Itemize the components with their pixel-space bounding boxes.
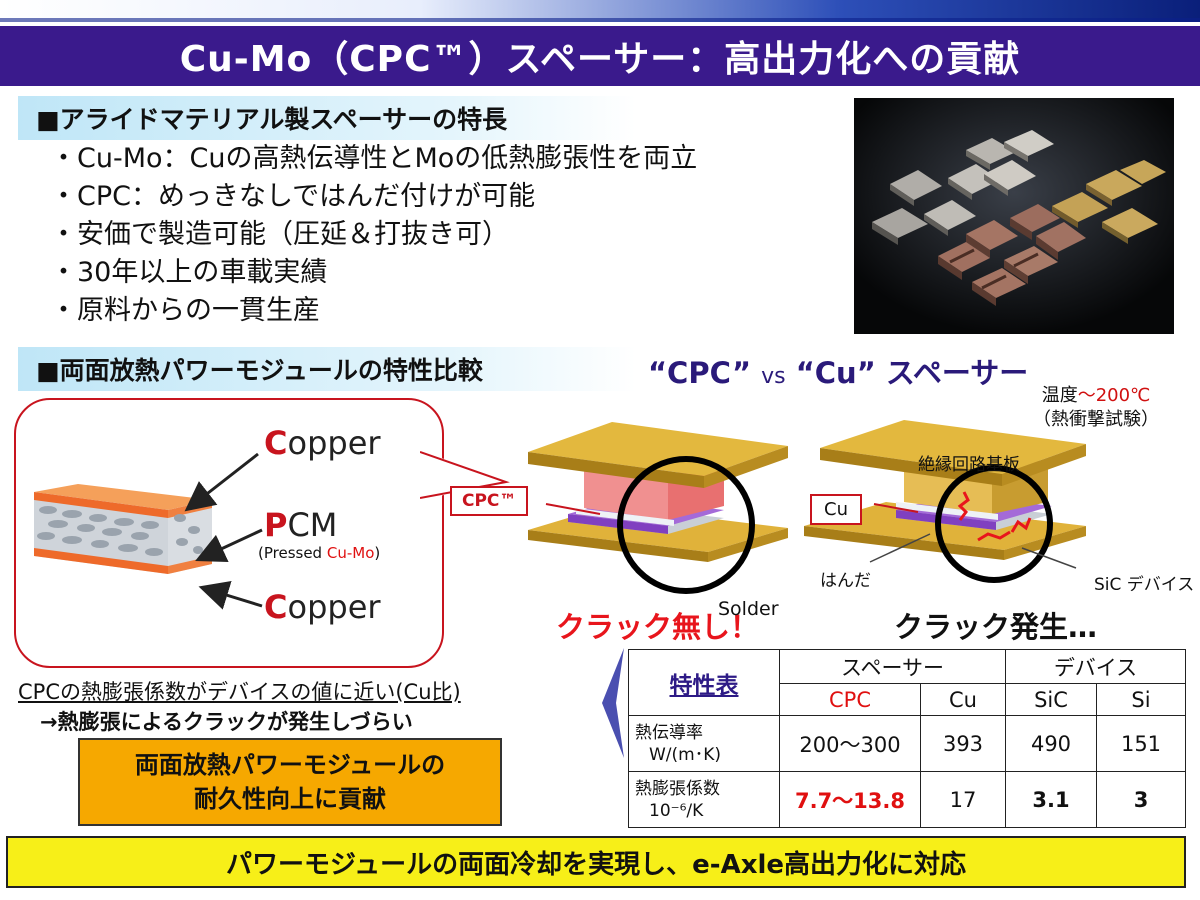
pressed-cumo: Cu-Mo	[326, 544, 375, 562]
feature-list: ・Cu-Mo：Cuの高熱伝導性とMoの低熱膨張性を両立 ・CPC：めっきなしでは…	[50, 140, 697, 330]
layer-arrows	[184, 452, 263, 610]
table-row: 熱伝導率 W/(m･K) 200～300 393 490 151	[628, 715, 1186, 772]
temp-note: （熱衝撃試験）	[1033, 409, 1159, 430]
pcm-rest: CM	[287, 506, 338, 544]
label-pressed-cumo: (Pressed Cu-Mo)	[258, 544, 380, 562]
copper-bottom-rest: opper	[287, 588, 381, 626]
solder-jp-label: はんだ	[820, 571, 871, 591]
vs-left: “CPC”	[648, 356, 752, 390]
crack-none-text: クラック無し！	[556, 610, 760, 644]
highlight-line2: 耐久性向上に貢献	[194, 785, 386, 813]
cte-note-line2: →熱膨張によるクラックが発生しづらい	[40, 710, 413, 734]
title-bar: Cu-Mo（CPC™）スペーサー：高出力化への貢献	[0, 26, 1200, 86]
pcm-initial: P	[264, 506, 288, 544]
row2-label-b: 10⁻⁶/K	[649, 800, 704, 821]
temp-prefix: 温度	[1041, 385, 1078, 406]
cell-si-conductivity: 151	[1096, 715, 1186, 772]
feature-item: ・30年以上の車載実績	[50, 257, 328, 288]
temp-value: ～200℃	[1077, 385, 1151, 406]
substrate-label: 絶縁回路基板	[918, 455, 1020, 475]
vs-right: “Cu” スペーサー	[795, 356, 1029, 390]
label-copper-top: Copper	[264, 424, 381, 462]
copper-top-rest: opper	[287, 424, 381, 462]
cell-cu-expansion: 17	[920, 771, 1006, 828]
crack-occur-text: クラック発生…	[894, 610, 1098, 644]
feature-item: ・安価で製造可能（圧延＆打抜き可）	[50, 219, 509, 250]
col-header-cpc: CPC	[779, 683, 921, 716]
test-condition: 温度～200℃ （熱衝撃試験）	[1033, 384, 1159, 432]
copper-top-initial: C	[264, 424, 288, 462]
spec-table: 特性表 スペーサー デバイス CPC Cu SiC Si 熱伝導率 W/(m･K…	[628, 649, 1186, 828]
feature-item: ・原料からの一貫生産	[50, 295, 320, 326]
cte-note-line1: CPCの熱膨張係数がデバイスの値に近い(Cu比)	[18, 680, 461, 704]
spec-table-title-cell: 特性表	[628, 649, 780, 716]
row-label-thermal-expansion: 熱膨張係数 10⁻⁶/K	[628, 771, 780, 828]
col-header-si: Si	[1096, 683, 1186, 716]
table-row: 熱膨張係数 10⁻⁶/K 7.7～13.8 17 3.1 3	[628, 771, 1186, 828]
highlight-line1: 両面放熱パワーモジュールの	[134, 751, 446, 779]
cu-module-diagram	[804, 420, 1086, 583]
row2-label-a: 熱膨張係数	[635, 778, 720, 799]
cell-cu-conductivity: 393	[920, 715, 1006, 772]
row1-label-a: 熱伝導率	[635, 722, 703, 743]
copper-bottom-initial: C	[264, 588, 288, 626]
cell-cpc-expansion: 7.7～13.8	[779, 771, 921, 828]
cell-si-expansion: 3	[1096, 771, 1186, 828]
left-arrow-icon	[602, 648, 624, 758]
top-decorative-line	[0, 18, 1200, 22]
top-decorative-strip	[0, 0, 1200, 22]
pressed-close: )	[374, 544, 381, 562]
spacer-group-header: スペーサー	[779, 649, 1006, 684]
col-header-cu: Cu	[920, 683, 1006, 716]
spacer-product-photo	[854, 98, 1174, 334]
label-copper-bottom: Copper	[264, 588, 381, 626]
bottom-banner-text: パワーモジュールの両面冷却を実現し、e-Axle高出力化に対応	[225, 849, 967, 880]
row1-label-b: W/(m･K)	[649, 744, 722, 765]
page-title: Cu-Mo（CPC™）スペーサー：高出力化への貢献	[179, 39, 1021, 80]
pressed-open: (Pressed	[258, 544, 327, 562]
cell-cpc-conductivity: 200～300	[779, 715, 921, 772]
sic-device-label: SiC デバイス	[1094, 575, 1195, 595]
row-label-thermal-conductivity: 熱伝導率 W/(m･K)	[628, 715, 780, 772]
label-pcm: PCM	[264, 506, 337, 544]
solder-en-label: Solder	[718, 598, 779, 620]
bubble-pointer	[420, 450, 510, 500]
layered-block-illustration	[34, 484, 212, 574]
bottom-banner: パワーモジュールの両面冷却を実現し、e-Axle高出力化に対応	[6, 836, 1186, 888]
cell-sic-expansion: 3.1	[1005, 771, 1097, 828]
spec-table-title: 特性表	[669, 672, 739, 699]
section-header-features-text: ■アライドマテリアル製スペーサーの特長	[36, 105, 508, 134]
cu-callout: Cu	[810, 494, 862, 525]
durability-highlight-box: 両面放熱パワーモジュールの 耐久性向上に貢献	[78, 738, 502, 826]
cpc-vs-cu-heading: “CPC” vs “Cu” スペーサー	[648, 350, 1028, 392]
col-header-sic: SiC	[1005, 683, 1097, 716]
cpc-callout: CPC™	[450, 486, 529, 516]
vs-mid: vs	[761, 364, 786, 389]
feature-item: ・CPC：めっきなしではんだ付けが可能	[50, 181, 536, 212]
cpc-module-diagram	[528, 422, 788, 594]
cell-sic-conductivity: 490	[1005, 715, 1097, 772]
section-header-features: ■アライドマテリアル製スペーサーの特長	[18, 96, 636, 140]
device-group-header: デバイス	[1005, 649, 1186, 684]
section-header-comparison: ■両面放熱パワーモジュールの特性比較	[18, 347, 636, 391]
feature-item: ・Cu-Mo：Cuの高熱伝導性とMoの低熱膨張性を両立	[50, 143, 698, 174]
section-header-comparison-text: ■両面放熱パワーモジュールの特性比較	[36, 356, 483, 385]
spacer-photo-illustration	[854, 98, 1174, 334]
